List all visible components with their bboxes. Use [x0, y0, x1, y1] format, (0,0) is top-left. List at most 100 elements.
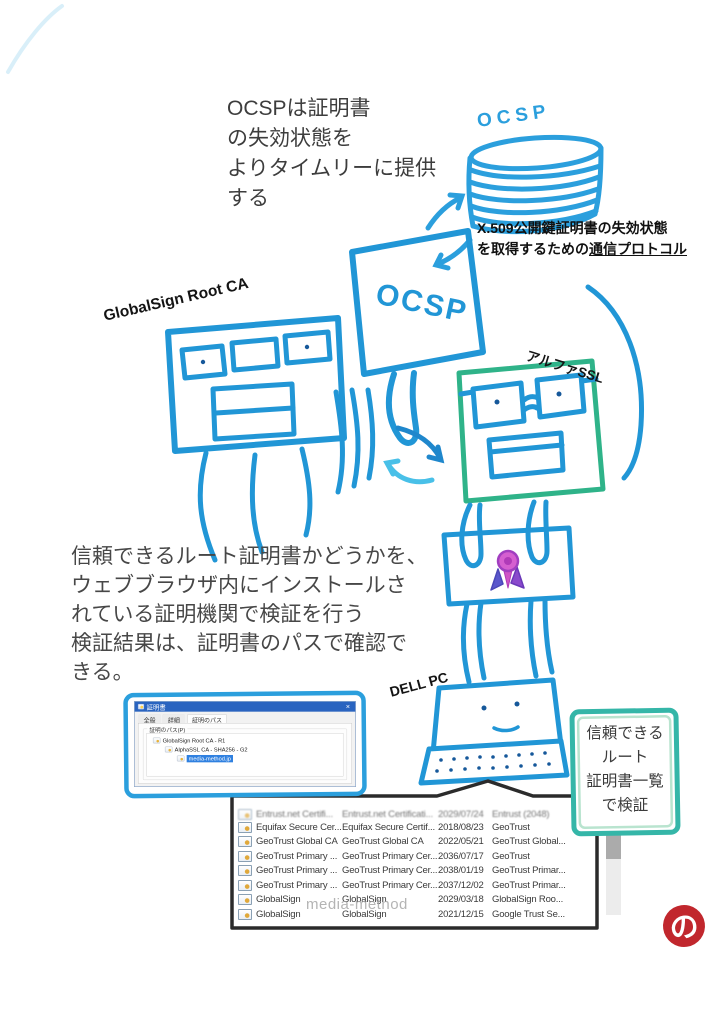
cert-expiry: 2021/12/15	[438, 908, 484, 920]
note-line: の失効状態を	[227, 127, 353, 150]
certificate-icon	[238, 850, 252, 862]
scrollbar[interactable]	[606, 833, 621, 915]
cert-issued-by: Entrust.net Certificati...	[342, 809, 433, 820]
certificate-icon	[238, 865, 252, 877]
table-row[interactable]: GlobalSign GlobalSign 2021/12/15 Google …	[236, 907, 594, 922]
cert-name: Entrust.net Certifi...	[256, 809, 333, 820]
cert-friendly-name: GeoTrust	[492, 821, 530, 833]
tree-item[interactable]: media-method.jp	[149, 754, 343, 763]
tree-item-label: GlobalSign Root CA - R1	[162, 737, 226, 744]
cert-name: Equifax Secure Cer...	[256, 821, 342, 833]
certificate-icon	[137, 703, 144, 710]
cert-name: GeoTrust Global CA	[256, 836, 338, 848]
table-row[interactable]: GeoTrust Primary ... GeoTrust Primary Ce…	[236, 864, 594, 879]
dialog-tabstrip: 全般 詳細 証明のパス	[135, 712, 356, 727]
close-icon[interactable]: ×	[345, 702, 350, 711]
cert-name: GeoTrust Primary ...	[256, 850, 338, 862]
table-row-partial[interactable]: Entrust.net Certifi... Entrust.net Certi…	[236, 802, 594, 820]
trust-verification-note: 信頼できるルート証明書かどうかを、 ウェブブラウザ内にインストールさ れている証…	[71, 542, 428, 687]
cert-expiry: 2022/05/21	[438, 836, 484, 848]
cert-name: GlobalSign	[256, 908, 301, 920]
note-line: よりタイムリーに提供	[227, 157, 437, 180]
dialog-panel: 証明のパス(P) GlobalSign Root CA - R1 AlphaSS…	[137, 722, 352, 784]
cert-friendly-name: Google Trust Se...	[492, 908, 565, 920]
cert-issued-by: Equifax Secure Certif...	[342, 821, 435, 833]
protocol-note: X.509公開鍵証明書の失効状態 を取得するための通信プロトコル	[477, 218, 687, 260]
cert-expiry: 2018/08/23	[438, 821, 484, 833]
certificate-dialog: 証明書 × 全般 詳細 証明のパス 証明のパス(P) GlobalSign Ro…	[134, 701, 356, 787]
cert-expiry: 2029/07/24	[438, 809, 484, 820]
tree-item-label-selected: media-method.jp	[186, 754, 233, 763]
cert-name: GlobalSign	[256, 894, 301, 906]
cert-friendly-name: GeoTrust	[492, 850, 530, 862]
tree-item[interactable]: GlobalSign Root CA - R1	[149, 736, 343, 745]
note-line: 信頼できるルート証明書かどうかを、	[71, 545, 428, 568]
certificate-icon	[152, 737, 161, 744]
cert-friendly-name: GeoTrust Global...	[492, 836, 566, 848]
underlined-term: 通信プロトコル	[589, 241, 687, 257]
ocsp-database-drawing	[466, 134, 604, 235]
table-row[interactable]: GlobalSign GlobalSign 2029/03/18 GlobalS…	[236, 893, 594, 908]
table-row[interactable]: GeoTrust Primary ... GeoTrust Primary Ce…	[236, 849, 594, 864]
ocsp-box-label: OCSP	[373, 278, 471, 330]
tree-item[interactable]: AlphaSSL CA - SHA256 - G2	[149, 745, 343, 754]
cert-issued-by: GlobalSign	[342, 908, 387, 920]
note-line: れている証明機関で検証を行う	[71, 603, 365, 626]
cert-issued-by: GeoTrust Primary Cer...	[342, 850, 438, 862]
cert-friendly-name: GeoTrust Primar...	[492, 865, 566, 877]
note-text: を取得するための	[477, 241, 589, 257]
note-line: 証明書一覧	[586, 773, 664, 790]
ocsp-db-label: OCSP	[476, 101, 552, 132]
cert-friendly-name: Entrust (2048)	[492, 809, 550, 820]
alphassl-robot-drawing	[441, 358, 606, 685]
media-method-logo: の	[663, 905, 705, 947]
cert-expiry: 2038/01/19	[438, 865, 484, 877]
watermark: media-method	[306, 896, 408, 913]
note-line: ルート	[601, 749, 649, 766]
certification-path-group: 証明のパス(P) GlobalSign Root CA - R1 AlphaSS…	[142, 725, 347, 780]
laptop-drawing	[418, 677, 570, 786]
certificate-icon	[164, 746, 173, 753]
certificate-icon	[238, 821, 252, 833]
cert-issued-by: GeoTrust Global CA	[342, 836, 424, 848]
certificate-icon	[238, 809, 252, 820]
cert-issued-by: GlobalSign	[342, 894, 387, 906]
note-line: 信頼できる	[586, 725, 664, 742]
verify-box-drawing	[569, 707, 681, 837]
verify-box-text: 信頼できる ルート 証明書一覧 で検証	[576, 722, 674, 818]
corner-scribble	[6, 4, 64, 74]
tree-item-label: AlphaSSL CA - SHA256 - G2	[174, 746, 248, 753]
certificate-icon	[238, 879, 252, 891]
response-arrow	[432, 237, 473, 271]
certificate-list: Entrust.net Certifi... Entrust.net Certi…	[236, 802, 594, 922]
certificate-seal-drawing	[490, 549, 525, 591]
dialog-titlebar: 証明書 ×	[134, 701, 356, 712]
dialog-title: 証明書	[146, 703, 166, 711]
ocsp-box-drawing	[349, 228, 644, 481]
table-row[interactable]: Equifax Secure Cer... Equifax Secure Cer…	[236, 820, 594, 835]
scrollbar-thumb[interactable]	[606, 833, 621, 859]
note-line: きる。	[71, 661, 134, 684]
note-line: する	[227, 187, 269, 210]
ocsp-description-note: OCSPは証明書 の失効状態を よりタイムリーに提供 する	[227, 94, 436, 214]
note-line: ウェブブラウザ内にインストールさ	[71, 574, 407, 597]
certificate-icon	[238, 894, 252, 906]
certificate-icon	[238, 908, 252, 920]
cert-expiry: 2029/03/18	[438, 894, 484, 906]
exchange-arrow-left	[383, 458, 435, 485]
note-line: で検証	[601, 797, 649, 814]
certificate-path-tree: GlobalSign Root CA - R1 AlphaSSL CA - SH…	[146, 732, 344, 777]
cert-friendly-name: GlobalSign Roo...	[492, 894, 564, 906]
tab-certification-path[interactable]: 証明のパス	[186, 714, 227, 727]
cert-issued-by: GeoTrust Primary Cer...	[342, 879, 438, 891]
note-line: を取得するための通信プロトコル	[477, 239, 687, 260]
cert-expiry: 2037/12/02	[438, 879, 484, 891]
cert-expiry: 2036/07/17	[438, 850, 484, 862]
logo-glyph: の	[668, 910, 701, 946]
table-row[interactable]: GeoTrust Primary ... GeoTrust Primary Ce…	[236, 878, 594, 893]
cert-friendly-name: GeoTrust Primar...	[492, 879, 566, 891]
table-row[interactable]: GeoTrust Global CA GeoTrust Global CA 20…	[236, 835, 594, 850]
certificate-icon	[238, 836, 252, 848]
